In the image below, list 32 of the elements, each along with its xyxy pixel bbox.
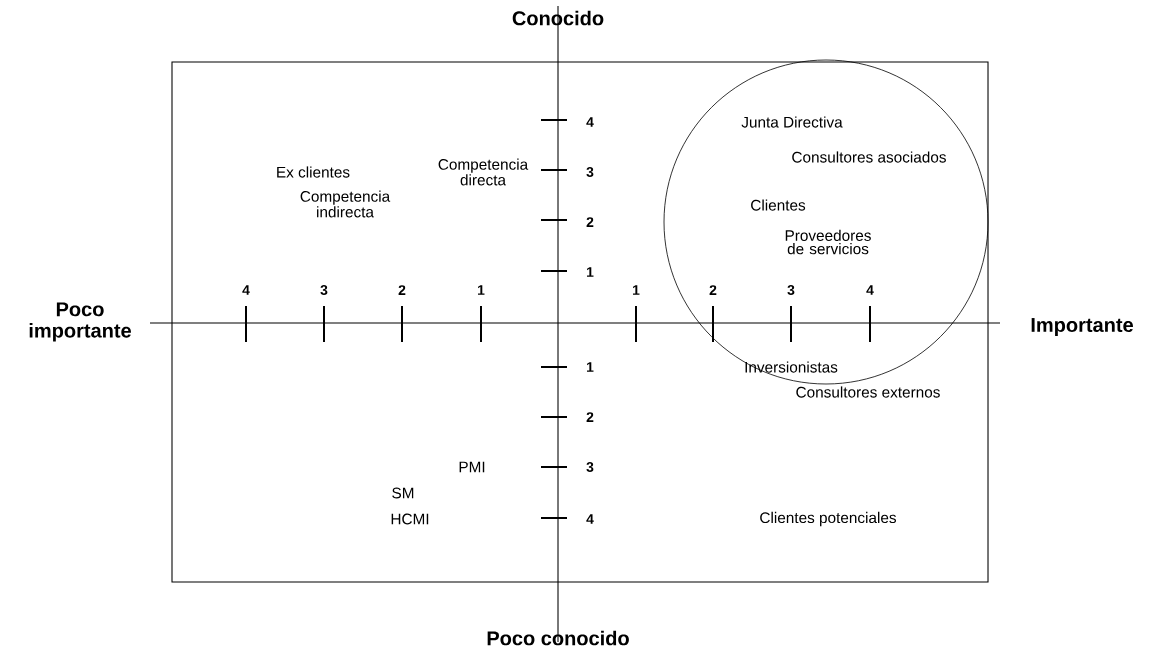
stakeholder-label: Junta Directiva [741, 116, 843, 128]
tick-label: 4 [586, 117, 594, 127]
stakeholder-label: Competencia directa [438, 158, 529, 186]
axis-title: Poco importante [29, 302, 131, 342]
tick-label: 2 [586, 217, 594, 227]
tick-label: 3 [787, 285, 795, 295]
tick-label: 4 [586, 514, 594, 524]
tick-label: 1 [587, 267, 594, 277]
tick-label: 3 [586, 167, 594, 177]
stakeholder-label: Ex clientes [277, 166, 350, 178]
axis-title: Importante [1031, 318, 1133, 336]
stakeholder-label: HCMI [391, 513, 429, 525]
axis-title: Poco conocido [487, 630, 629, 646]
stakeholder-label: Proveedores de servicios [785, 229, 871, 255]
axis-title: Conocido [512, 10, 604, 26]
stakeholder-label: SM [392, 487, 414, 499]
tick-label: 4 [866, 285, 874, 295]
tick-label: 4 [242, 285, 250, 295]
tick-label: 3 [320, 285, 328, 295]
stakeholder-label: PMI [459, 461, 485, 473]
tick-label: 1 [478, 285, 485, 295]
tick-label: 1 [633, 285, 640, 295]
tick-label: 2 [398, 285, 406, 295]
stakeholder-label: Clientes [751, 199, 806, 211]
highlight-circle [663, 59, 989, 385]
tick-label: 2 [709, 285, 717, 295]
stakeholder-label: Clientes potenciales [760, 511, 896, 527]
tick-label: 3 [586, 462, 594, 472]
tick-label: 1 [587, 362, 594, 372]
stakeholder-label: Competencia indirecta [300, 190, 391, 218]
tick-label: 2 [586, 412, 594, 422]
stakeholder-label: Consultores asociados [792, 151, 946, 163]
